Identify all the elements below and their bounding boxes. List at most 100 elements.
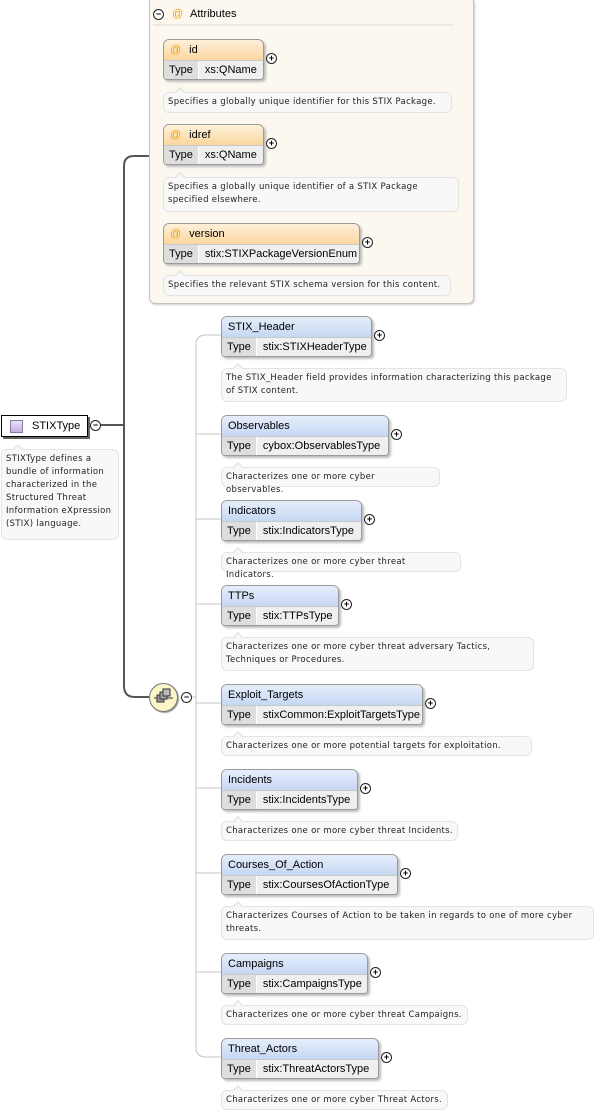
expand-icon[interactable]: +	[374, 330, 385, 341]
collapse-sequence-icon[interactable]: −	[181, 692, 192, 703]
node-name: TTPs	[228, 590, 255, 602]
node-name: Courses_Of_Action	[228, 859, 324, 871]
node-name: Exploit_Targets	[228, 689, 304, 701]
node-name: version	[189, 228, 225, 240]
attribute-icon: @	[170, 129, 182, 141]
type-label: Type	[222, 876, 257, 894]
complex-type-icon	[10, 420, 23, 433]
node-name: Observables	[228, 420, 290, 432]
expand-icon[interactable]: +	[341, 599, 352, 610]
attribute-node[interactable]: @version Type stix:STIXPackageVersionEnum	[163, 223, 360, 264]
node-header: Incidents	[222, 770, 357, 791]
type-value: stix:CampaignsType	[262, 978, 362, 990]
type-value: stixCommon:ExploitTargetsType	[262, 709, 420, 721]
node-name: Campaigns	[228, 958, 284, 970]
type-label: Type	[222, 437, 257, 455]
type-row: Type xs:QName	[164, 61, 263, 79]
root-doc: STIXType defines a bundle of information…	[1, 444, 119, 540]
expand-icon[interactable]: +	[360, 783, 371, 794]
node-header: Threat_Actors	[222, 1039, 378, 1060]
type-label: Type	[164, 146, 199, 164]
expand-icon[interactable]: +	[266, 53, 277, 64]
type-value: stix:ThreatActorsType	[262, 1063, 370, 1075]
collapse-attributes-icon[interactable]: −	[153, 9, 164, 20]
documentation-note: Specifies a globally unique identifier f…	[163, 87, 452, 113]
type-value: stix:IndicatorsType	[262, 525, 354, 537]
expand-icon[interactable]: +	[381, 1052, 392, 1063]
node-header: STIX_Header	[222, 317, 371, 338]
attribute-node[interactable]: @id Type xs:QName	[163, 39, 264, 80]
node-name: Indicators	[228, 505, 276, 517]
type-row: Type stix:STIXPackageVersionEnum	[164, 245, 359, 263]
sequence-icon	[154, 688, 173, 703]
type-label: Type	[222, 975, 257, 993]
node-header: TTPs	[222, 586, 338, 607]
node-name: Threat_Actors	[228, 1043, 298, 1055]
type-row: Type stixCommon:ExploitTargetsType	[222, 706, 422, 724]
element-node[interactable]: TTPs Type stix:TTPsType	[221, 585, 339, 626]
element-node[interactable]: Campaigns Type stix:CampaignsType	[221, 953, 368, 994]
documentation-note: Specifies the relevant STIX schema versi…	[163, 270, 451, 296]
type-label: Type	[164, 61, 199, 79]
documentation-note: Characterizes Courses of Action to be ta…	[221, 901, 594, 940]
node-header: Campaigns	[222, 954, 367, 975]
type-value: xs:QName	[204, 64, 257, 76]
attribute-node[interactable]: @ idref Type xs:QName	[163, 124, 264, 165]
node-header: Exploit_Targets	[222, 685, 422, 706]
type-label: Type	[222, 338, 257, 356]
element-node[interactable]: Threat_Actors Type stix:ThreatActorsType	[221, 1038, 379, 1079]
element-node[interactable]: Incidents Type stix:IncidentsType	[221, 769, 358, 810]
type-value: stix:STIXHeaderType	[262, 341, 367, 353]
documentation-note: Characterizes one or more potential targ…	[221, 731, 532, 756]
node-header: @version	[164, 224, 359, 245]
node-name: idref	[189, 129, 211, 141]
expand-icon[interactable]: +	[391, 429, 402, 440]
root-type-stixtype[interactable]: STIXType	[1, 415, 88, 437]
type-row: Type stix:STIXHeaderType	[222, 338, 371, 356]
type-row: Type stix:TTPsType	[222, 607, 338, 625]
type-row: Type stix:ThreatActorsType	[222, 1060, 378, 1078]
node-name: STIX_Header	[228, 321, 295, 333]
element-node[interactable]: Observables Type cybox:ObservablesType	[221, 415, 389, 456]
node-name: Incidents	[228, 774, 273, 786]
attributes-title: Attributes	[190, 8, 237, 20]
type-label: Type	[222, 791, 257, 809]
type-value: stix:IncidentsType	[262, 794, 351, 806]
root-type-name: STIXType	[32, 420, 81, 432]
type-row: Type xs:QName	[164, 146, 263, 164]
documentation-note: Characterizes one or more cyber threat I…	[221, 816, 458, 841]
element-node[interactable]: STIX_Header Type stix:STIXHeaderType	[221, 316, 372, 357]
type-label: Type	[222, 706, 257, 724]
type-value: xs:QName	[204, 149, 257, 161]
type-label: Type	[222, 607, 257, 625]
expand-icon[interactable]: +	[364, 514, 375, 525]
expand-icon[interactable]: +	[362, 237, 373, 248]
type-label: Type	[164, 245, 199, 263]
node-header: Courses_Of_Action	[222, 855, 397, 876]
expand-icon[interactable]: +	[400, 868, 411, 879]
sequence-compositor[interactable]	[149, 683, 178, 712]
documentation-note: Characterizes one or more cyber threat a…	[221, 632, 534, 671]
type-row: Type stix:IncidentsType	[222, 791, 357, 809]
element-node[interactable]: Exploit_Targets Type stixCommon:ExploitTa…	[221, 684, 423, 725]
documentation-note: Characterizes one or more cyber Threat A…	[221, 1085, 448, 1110]
node-header: @ idref	[164, 125, 263, 146]
type-label: Type	[222, 1060, 257, 1078]
expand-icon[interactable]: +	[266, 138, 277, 149]
type-row: Type cybox:ObservablesType	[222, 437, 388, 455]
type-value: stix:STIXPackageVersionEnum	[204, 248, 358, 260]
type-value: stix:TTPsType	[262, 610, 333, 622]
type-row: Type stix:CampaignsType	[222, 975, 367, 993]
documentation-note: Characterizes one or more cyber threat C…	[221, 1000, 468, 1025]
expand-icon[interactable]: +	[370, 967, 381, 978]
expand-icon[interactable]: +	[425, 698, 436, 709]
attributes-group-header: − @ Attributes	[153, 6, 453, 26]
collapse-root-icon[interactable]: −	[90, 420, 101, 431]
node-header: @id	[164, 40, 263, 61]
attribute-icon: @	[170, 44, 182, 56]
type-value: cybox:ObservablesType	[262, 440, 381, 452]
